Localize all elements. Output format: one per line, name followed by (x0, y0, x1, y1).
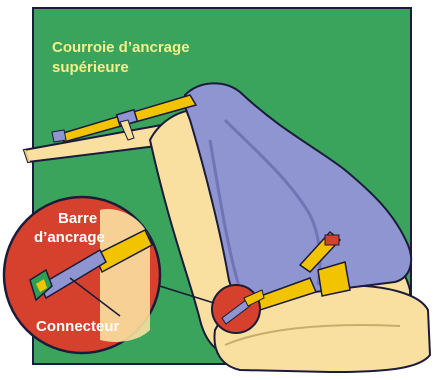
connector-label: Connecteur (36, 318, 120, 335)
top-tether-label-line1: Courroie d’ancrage (52, 39, 190, 56)
anchor-bar-label-line2: d’ancrage (34, 229, 105, 246)
top-tether-label-line2: supérieure (52, 59, 129, 76)
anchor-bar-label-line1: Barre (58, 210, 97, 227)
